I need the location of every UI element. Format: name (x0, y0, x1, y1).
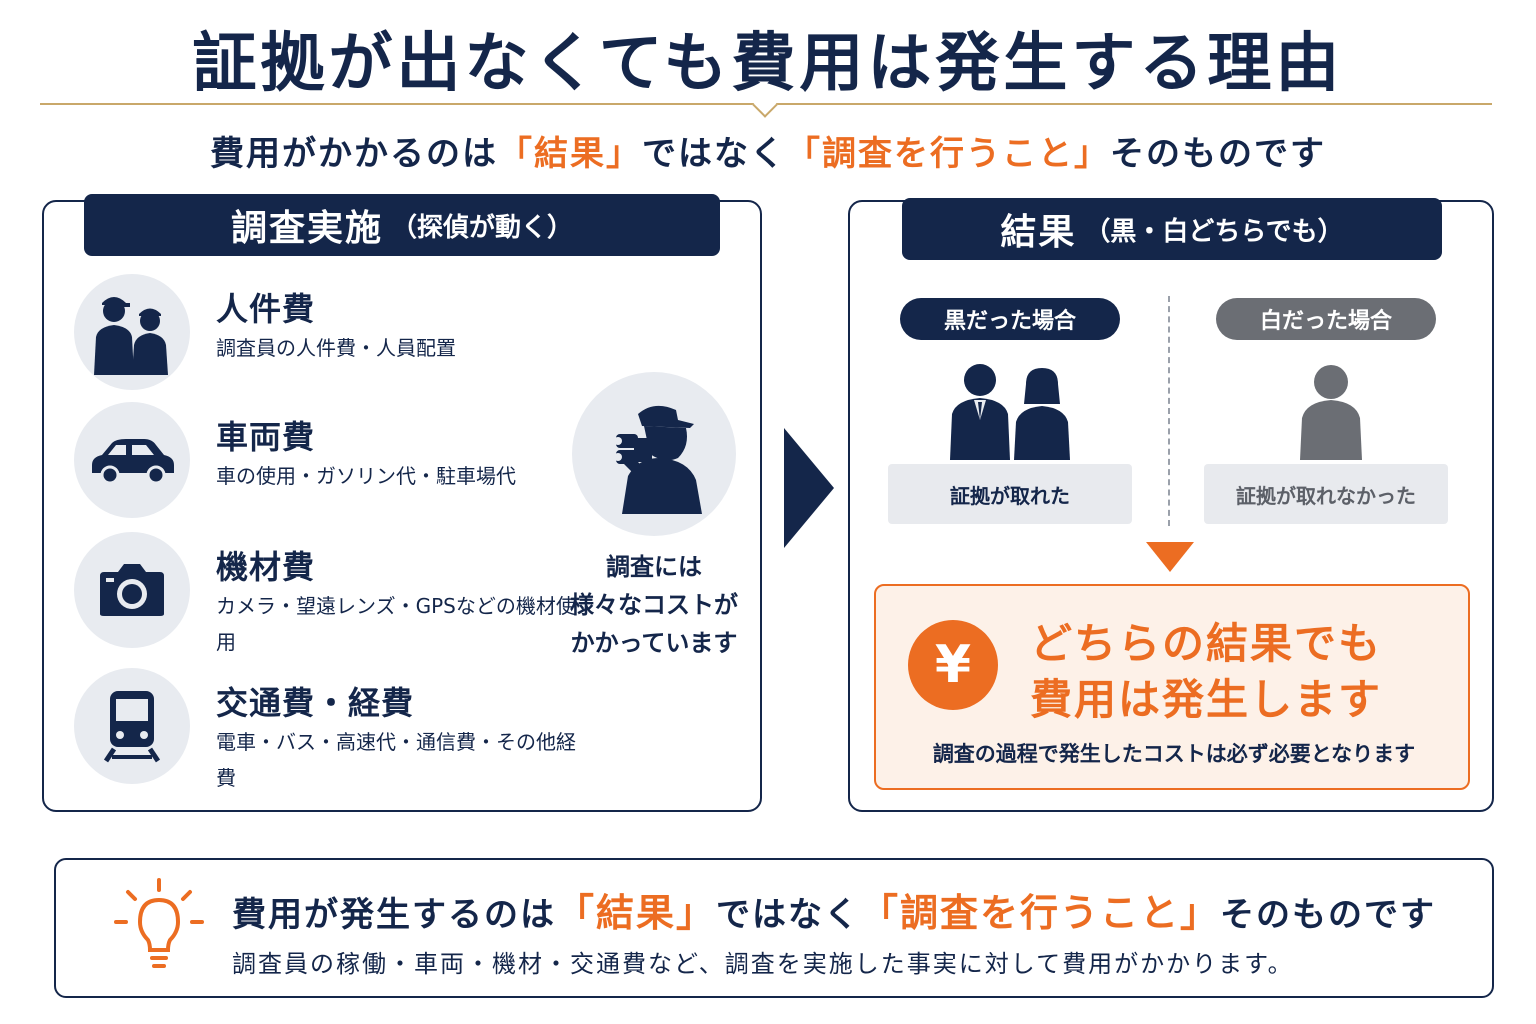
result-header-title: 結果 (1000, 212, 1077, 253)
summary-part1: 費用が発生するのは (232, 895, 556, 935)
case-white-label: 白だった場合 (1216, 298, 1436, 340)
person-icon (1300, 365, 1362, 460)
detective-caption-line3: かかっています (570, 629, 738, 657)
train-icon (74, 668, 190, 784)
cost-title-vehicle: 車両費 (216, 418, 316, 456)
result-line1: どちらの結果でも (1030, 619, 1383, 668)
cost-desc-vehicle: 車の使用・ガソリン代・駐車場代 (216, 464, 516, 488)
page-title: 証拠が出なくても費用は発生する理由 (192, 27, 1344, 101)
subtitle: 費用がかかるのは「結果」ではなく「調査を行うこと」そのものです (0, 126, 1536, 175)
cost-item-transport: 交通費・経費 電車・バス・高速代・通信費・その他経費 (74, 668, 576, 790)
evidence-found-box: 証拠が取れた (888, 464, 1132, 524)
cost-title-equipment: 機材費 (216, 548, 316, 586)
subtitle-part1: 費用がかかるのは (210, 134, 498, 174)
summary-detail: 調査員の稼働・車両・機材・交通費など、調査を実施した事実に対して費用がかかります… (232, 950, 1294, 978)
car-icon (74, 402, 190, 518)
detective-binoculars-icon (572, 372, 736, 536)
investigation-header-title: 調査実施 (230, 208, 383, 249)
investigation-header-sub: （探偵が動く） (391, 212, 574, 243)
subtitle-part2: ではなく (642, 134, 786, 174)
camera-icon (74, 532, 190, 648)
result-header-sub: （黒・白どちらでも） (1084, 216, 1344, 247)
flow-arrow-icon (784, 428, 834, 548)
result-conclusion-box: ¥ どちらの結果でも 費用は発生します 調査の過程で発生したコストは必ず必要とな… (874, 584, 1470, 790)
lightbulb-icon (114, 878, 204, 968)
summary-part3: そのものです (1220, 895, 1437, 935)
people-icon (74, 274, 190, 390)
cost-desc-transport: 電車・バス・高速代・通信費・その他経費 (216, 730, 576, 790)
detective-caption-line2: 様々なコストが (570, 591, 738, 619)
summary-highlight-result: 「結果」 (556, 891, 717, 935)
cost-item-personnel: 人件費 調査員の人件費・人員配置 (74, 274, 574, 394)
summary-heading: 費用が発生するのは「結果」ではなく「調査を行うこと」そのものです (232, 882, 1436, 937)
subtitle-highlight-result: 「結果」 (498, 134, 642, 174)
detective-caption: 調査には 様々なコストが かかっています (544, 548, 764, 662)
summary-panel: 費用が発生するのは「結果」ではなく「調査を行うこと」そのものです 調査員の稼働・… (54, 858, 1494, 998)
result-panel: 結果 （黒・白どちらでも） 黒だった場合 白だった場合 証拠が取れた 証拠が取れ… (848, 198, 1494, 812)
evidence-not-found-box: 証拠が取れなかった (1204, 464, 1448, 524)
result-note: 調査の過程で発生したコストは必ず必要となります (932, 742, 1416, 766)
result-panel-header: 結果 （黒・白どちらでも） (902, 198, 1442, 260)
cost-desc-equipment: カメラ・望遠レンズ・GPSなどの機材使用 (216, 594, 576, 654)
investigation-panel-header: 調査実施 （探偵が動く） (84, 194, 720, 256)
subtitle-highlight-investigation: 「調査を行うこと」 (786, 134, 1110, 174)
summary-part2: ではなく (716, 895, 861, 935)
cost-desc-personnel: 調査員の人件費・人員配置 (216, 336, 456, 360)
case-divider (1168, 296, 1170, 526)
case-black-label: 黒だった場合 (900, 298, 1120, 340)
couple-icon (950, 364, 1070, 460)
cost-item-equipment: 機材費 カメラ・望遠レンズ・GPSなどの機材使用 (74, 532, 576, 654)
cost-item-vehicle: 車両費 車の使用・ガソリン代・駐車場代 (74, 402, 574, 522)
investigation-panel: 調査実施 （探偵が動く） 人件費 調査員の人件費・人員配置 (42, 194, 764, 812)
summary-highlight-investigation: 「調査を行うこと」 (860, 891, 1221, 935)
result-line2: 費用は発生します (1030, 675, 1383, 724)
yen-icon: ¥ (908, 620, 998, 710)
subtitle-part3: そのものです (1110, 134, 1326, 174)
detective-caption-line1: 調査には (606, 553, 702, 581)
down-arrow-icon (1146, 542, 1194, 572)
cost-title-transport: 交通費・経費 (216, 684, 415, 722)
cost-title-personnel: 人件費 (216, 290, 316, 328)
